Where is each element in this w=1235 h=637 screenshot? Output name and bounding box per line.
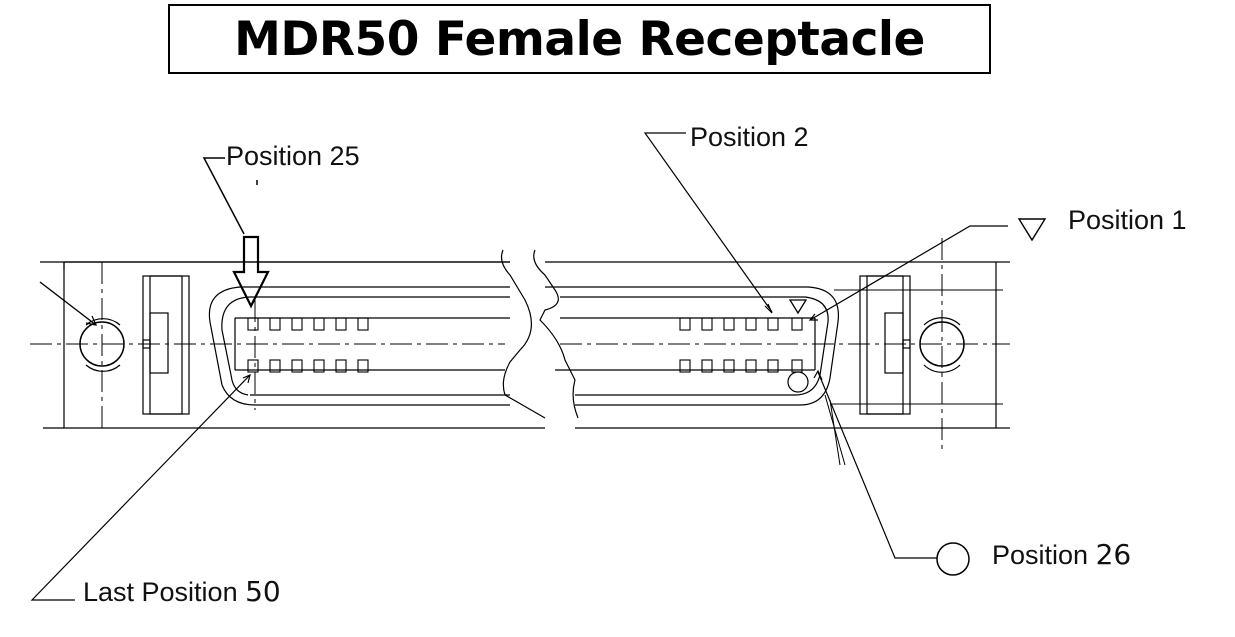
- left-flange: [39, 275, 190, 415]
- break-lines: [500, 249, 579, 419]
- pos2-leader: [643, 132, 773, 314]
- label-position-25: Position 25: [226, 141, 360, 171]
- extension-lines: [824, 289, 1003, 466]
- outer-shell: [40, 261, 1010, 429]
- pos25-leader: [202, 157, 270, 309]
- pos26-leader: [813, 369, 970, 576]
- contacts-right: [679, 317, 803, 373]
- label-position-26: Position 26: [992, 538, 1132, 571]
- pos1-leader: [788, 218, 1047, 321]
- label-position-1: Position 1: [1068, 205, 1187, 235]
- pos50-leader: [30, 373, 251, 601]
- label-last-position-50: Last Position 50: [83, 575, 281, 608]
- center-lines: [30, 238, 1010, 452]
- diagram-title: MDR50 Female Receptacle: [234, 11, 925, 67]
- contacts-left: [247, 317, 369, 373]
- label-position-2: Position 2: [690, 122, 809, 152]
- diagram-title-box: MDR50 Female Receptacle: [168, 4, 991, 74]
- right-flange: [859, 275, 965, 415]
